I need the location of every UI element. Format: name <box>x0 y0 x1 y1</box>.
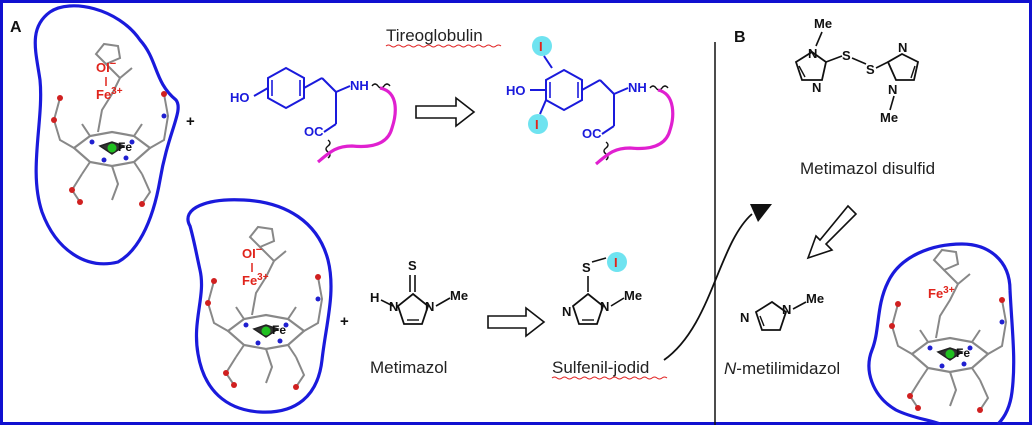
oc-label-1: OC <box>304 124 324 139</box>
panel-letter-b: B <box>734 29 746 46</box>
diiodotyrosine-residue: I HO I NH OC <box>506 36 675 166</box>
peroxidase-enzyme-1: OI− Fe3+ Fe <box>33 4 180 266</box>
s-label-disulfide-2: S <box>866 62 875 77</box>
panel-letter-a: A <box>10 19 22 36</box>
me-label-methimazole: Me <box>450 288 468 303</box>
fe-label-2: Fe <box>272 323 286 337</box>
ho-label-1: HO <box>230 90 250 105</box>
label-sulfenil-jodid: Sulfenil-jodid <box>552 358 649 377</box>
curved-arrow <box>663 213 753 361</box>
s-label-methimazole: S <box>408 258 417 273</box>
oi-label-1: OI− <box>96 58 116 75</box>
fe3-label-3: Fe3+ <box>928 285 955 301</box>
h-label-methimazole: H <box>370 290 379 305</box>
n-label-disulfide-4: N <box>888 82 897 97</box>
fe-label-1: Fe <box>118 140 132 154</box>
methimazole-disulfide-molecule: Me N N S S N N Me <box>794 16 920 125</box>
n-methylimidazole-molecule: N N Me <box>740 291 824 331</box>
n-label-disulfide-2: N <box>812 80 821 95</box>
n-label-sulfenyl-1: N <box>562 304 571 319</box>
fe3-label-1: Fe3+ <box>96 86 123 102</box>
n-label-disulfide-3: N <box>898 40 907 55</box>
n-label-methimazole-1: N <box>389 299 398 314</box>
n-label-methimazole-2: N <box>425 299 434 314</box>
reaction-arrow-1 <box>415 96 476 128</box>
sulfenyl-iodide-molecule: I S N N Me <box>562 252 642 325</box>
oc-label-2: OC <box>582 126 602 141</box>
ho-label-2: HO <box>506 83 526 98</box>
svg-text:I: I <box>539 39 543 54</box>
plus-sign-2: + <box>340 313 349 330</box>
s-label-sulfenyl: S <box>582 260 591 275</box>
nh-label-1: NH <box>350 78 369 93</box>
me-label-sulfenyl: Me <box>624 288 642 303</box>
me-label-disulfide-2: Me <box>880 110 898 125</box>
reaction-arrow-3 <box>806 204 858 260</box>
n-label-imidazole-1: N <box>740 310 749 325</box>
n-label-sulfenyl-2: N <box>600 299 609 314</box>
label-tireoglobulin: Tireoglobulin <box>386 26 483 45</box>
me-label-imidazole: Me <box>806 291 824 306</box>
label-metimazol: Metimazol <box>370 358 447 377</box>
peroxidase-enzyme-2: OI− Fe3+ Fe <box>186 198 333 414</box>
nh-label-2: NH <box>628 80 647 95</box>
n-label-imidazole-2: N <box>782 302 791 317</box>
oi-label-2: OI− <box>242 244 262 261</box>
plus-sign-1: + <box>186 113 195 130</box>
fe-label-3: Fe <box>956 346 970 360</box>
methimazole-molecule: S H N N Me <box>370 258 468 325</box>
fe3-label-2: Fe3+ <box>242 272 269 288</box>
svg-text:I: I <box>614 255 618 270</box>
peroxidase-enzyme-3: Fe3+ Fe <box>867 242 1016 426</box>
svg-text:I: I <box>535 117 539 132</box>
label-metimazol-disulfid: Metimazol disulfid <box>800 159 935 178</box>
me-label-disulfide-1: Me <box>814 16 832 31</box>
reaction-arrow-2 <box>487 306 546 338</box>
label-n-metilimidazol: N-metilimidazol <box>724 359 840 378</box>
s-label-disulfide-1: S <box>842 48 851 63</box>
tyrosine-residue: HO NH OC <box>230 66 397 164</box>
